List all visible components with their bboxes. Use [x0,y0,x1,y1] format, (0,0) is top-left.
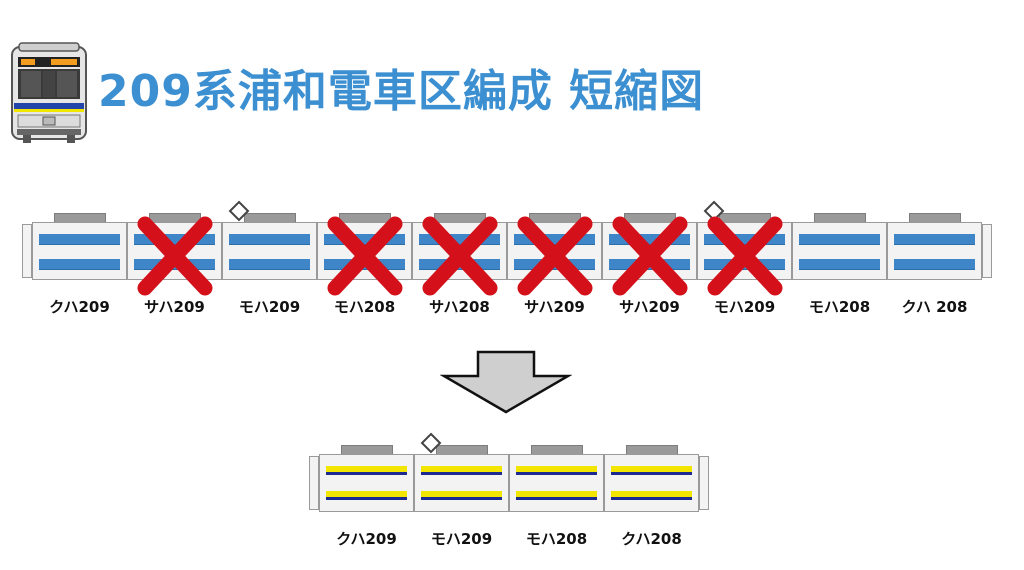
shortened-formation: クハ209 モハ209 モハ208 クハ208 [309,432,709,560]
car-stripe [514,234,595,245]
x-mark-icon [612,216,687,296]
car-stripe [894,234,975,245]
car-stripe [419,234,500,245]
x-mark-icon [137,216,212,296]
car-stripe [516,466,597,475]
car-stripe [799,259,880,270]
car-stripe [39,234,120,245]
car-stripe [134,234,215,245]
car-label: モハ208 [525,530,588,548]
car-label: モハ208 [333,298,396,316]
car-label: クハ208 [621,530,682,548]
car-label: サハ209 [144,298,205,316]
train-end-left [309,456,319,510]
train-end-left [22,224,32,278]
car-stripe [326,466,407,475]
car-stripe [326,491,407,500]
car-stripe [229,259,310,270]
car-label: サハ208 [429,298,490,316]
train-car [887,222,982,280]
car-stripe [611,491,692,500]
car-label: モハ209 [430,530,493,548]
car-label: クハ209 [49,298,110,316]
car-label: クハ209 [336,530,397,548]
car-stripe [799,234,880,245]
train-end-right [699,456,709,510]
train-car [222,222,317,280]
train-car [414,454,509,512]
car-label: クハ 208 [901,298,968,316]
original-formation: クハ209 サハ209 モハ209 モハ208 サハ208 サハ209 サハ209 モハ209… [22,200,992,328]
x-mark-icon [517,216,592,296]
train-car [792,222,887,280]
car-label: サハ209 [619,298,680,316]
train-end-right [982,224,992,278]
car-stripe [421,491,502,500]
car-stripe [421,466,502,475]
car-stripe [611,466,692,475]
pantograph-icon [420,432,442,454]
car-stripe [704,234,785,245]
train-car [319,454,414,512]
car-label: モハ208 [808,298,871,316]
car-label: モハ209 [713,298,776,316]
car-stripe [894,259,975,270]
car-stripe [516,491,597,500]
down-arrow-icon [440,350,572,414]
train-car [604,454,699,512]
x-mark-icon [327,216,402,296]
page-title: 209系浦和電車区編成 短縮図 [98,66,705,117]
train-front-icon [11,42,87,143]
x-mark-icon [707,216,782,296]
car-stripe [229,234,310,245]
train-car [32,222,127,280]
car-label: サハ209 [524,298,585,316]
x-mark-icon [422,216,497,296]
car-stripe [39,259,120,270]
car-label: モハ209 [238,298,301,316]
pantograph-icon [228,200,250,222]
car-stripe [324,234,405,245]
train-car [509,454,604,512]
car-stripe [609,234,690,245]
